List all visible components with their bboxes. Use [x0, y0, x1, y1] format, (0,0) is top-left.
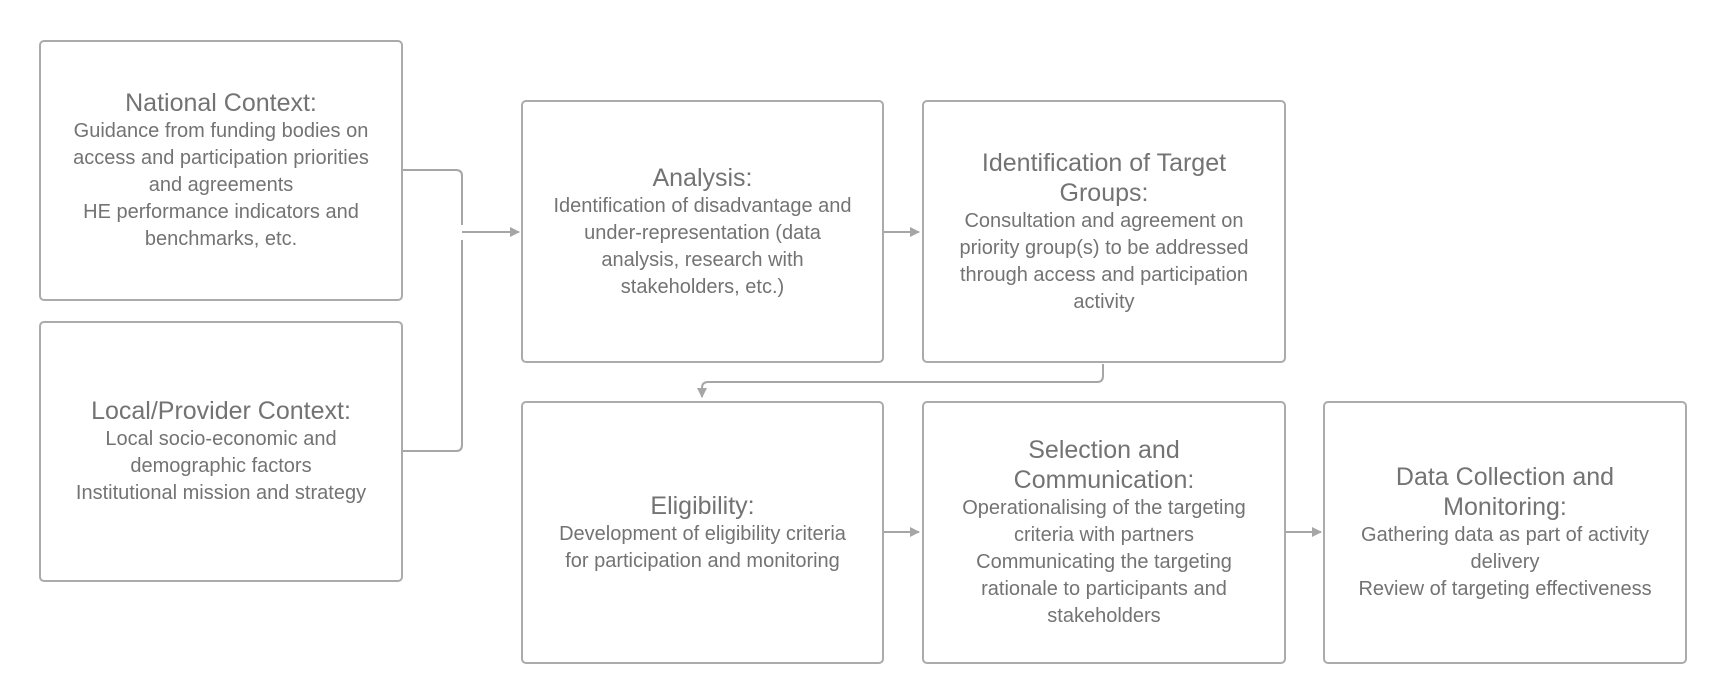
selection-communication-line: stakeholders	[1047, 605, 1161, 627]
national-context-description: Guidance from funding bodies on access a…	[73, 118, 369, 253]
target-groups-line: Consultation and agreement on	[964, 209, 1244, 232]
data-collection-monitoring-title: Data Collection and Monitoring:	[1396, 462, 1614, 522]
eligibility-title: Eligibility:	[650, 491, 755, 520]
selection-communication-title-line: Communication:	[1013, 466, 1195, 494]
selection-communication-line: criteria with partners	[1013, 524, 1195, 546]
arrow-target-to-eligibility	[697, 364, 1104, 398]
selection-communication-line: Communicating the targeting	[976, 551, 1232, 573]
local-provider-context-description: Local socio-economic and demographic fac…	[76, 426, 366, 507]
eligibility-box: Eligibility: Development of eligibility …	[521, 401, 884, 664]
national-context-line: access and participation priorities	[73, 147, 369, 169]
target-groups-description: Consultation and agreement on priority g…	[959, 208, 1248, 316]
local-provider-context-box: Local/Provider Context: Local socio-econ…	[39, 321, 403, 582]
selection-communication-line: rationale to participants and	[981, 578, 1227, 600]
eligibility-line: Development of eligibility criteria	[559, 522, 846, 545]
national-context-box: National Context: Guidance from funding …	[39, 40, 403, 301]
selection-communication-line: Operationalising of the targeting	[962, 497, 1246, 519]
local-provider-context-title: Local/Provider Context:	[91, 397, 351, 425]
target-groups-line: activity	[1073, 290, 1135, 313]
national-context-line: Guidance from funding bodies on	[73, 120, 369, 142]
target-groups-title-line: Identification of Target	[981, 148, 1227, 177]
selection-communication-box: Selection and Communication: Operational…	[922, 401, 1286, 664]
target-groups-line: priority group(s) to be addressed	[959, 236, 1249, 259]
eligibility-line: for participation and monitoring	[565, 549, 840, 572]
data-collection-monitoring-title-line: Monitoring:	[1443, 493, 1567, 521]
analysis-line: under-representation (data	[584, 221, 821, 244]
national-context-line: and agreements	[148, 174, 294, 196]
data-collection-monitoring-line: delivery	[1470, 551, 1540, 573]
eligibility-description: Development of eligibility criteria for …	[559, 521, 846, 575]
connector-national-to-merge	[402, 169, 463, 225]
analysis-box: Analysis: Identification of disadvantage…	[521, 100, 884, 363]
national-context-line: HE performance indicators and	[83, 201, 359, 223]
target-groups-box: Identification of Target Groups: Consult…	[922, 100, 1286, 363]
national-context-title: National Context:	[125, 89, 317, 117]
analysis-line: stakeholders, etc.)	[620, 275, 785, 298]
connector-local-to-merge	[402, 240, 463, 452]
selection-communication-title: Selection and Communication:	[1014, 435, 1195, 495]
data-collection-monitoring-title-line: Data Collection and	[1395, 463, 1615, 491]
target-groups-title-line: Groups:	[1059, 178, 1149, 207]
analysis-line: Identification of disadvantage and	[553, 194, 852, 217]
data-collection-monitoring-box: Data Collection and Monitoring: Gatherin…	[1323, 401, 1687, 664]
analysis-title: Analysis:	[652, 163, 753, 192]
analysis-description: Identification of disadvantage and under…	[554, 193, 852, 301]
local-provider-context-line: Local socio-economic and	[105, 428, 337, 450]
local-provider-context-line: demographic factors	[130, 455, 312, 477]
local-provider-context-line: Institutional mission and strategy	[75, 482, 367, 504]
national-context-line: benchmarks, etc.	[144, 228, 298, 250]
selection-communication-title-line: Selection and	[1028, 436, 1180, 464]
selection-communication-description: Operationalising of the targeting criter…	[962, 495, 1246, 630]
data-collection-monitoring-line: Review of targeting effectiveness	[1358, 578, 1652, 600]
analysis-line: analysis, research with	[601, 248, 804, 271]
target-groups-title: Identification of Target Groups:	[982, 148, 1226, 208]
target-groups-line: through access and participation	[960, 263, 1248, 286]
data-collection-monitoring-description: Gathering data as part of activity deliv…	[1358, 522, 1651, 603]
data-collection-monitoring-line: Gathering data as part of activity	[1361, 524, 1649, 546]
